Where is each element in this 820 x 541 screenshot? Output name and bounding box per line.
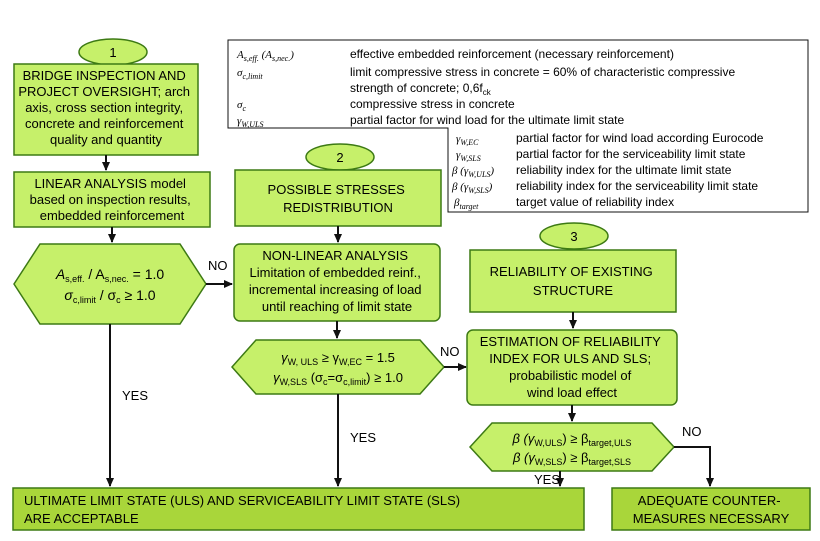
countermeasures-box	[611, 487, 811, 531]
countermeasures-text: ADEQUATE COUNTER- MEASURES NECESSARY	[633, 493, 790, 526]
reliability-text: RELIABILITY OF EXISTING STRUCTURE	[490, 264, 657, 298]
step-1-number: 1	[109, 45, 116, 60]
legend-symbol: σc	[237, 99, 246, 113]
legend-text: partial factor for wind load for the ult…	[350, 113, 624, 127]
legend-symbol: γW,ULS	[237, 115, 264, 129]
legend-symbol: σc,limit	[237, 67, 263, 81]
step-3-marker	[539, 222, 609, 250]
stress-redistribution-text: POSSIBLE STRESSES REDISTRIBUTION	[268, 182, 409, 215]
decision-1	[13, 243, 207, 325]
legend-symbol: As,eff. (As,nec.)	[236, 49, 294, 63]
legend-text: compressive stress in concrete	[350, 97, 515, 111]
nonlinear-analysis-text: NON-LINEAR ANALYSIS Limitation of embedd…	[249, 248, 425, 314]
decision-2	[230, 339, 446, 395]
decision-2-line-2: γW,SLS (σc=σc,limit) ≥ 1.0	[273, 370, 403, 387]
legend: As,eff. (As,nec.) effective embedded rei…	[227, 39, 809, 213]
bridge-inspection-text: BRIDGE INSPECTION AND PROJECT OVERSIGHT;…	[18, 68, 193, 147]
decision-3-line-1: β (γW,ULS) ≥ βtarget,ULS	[511, 431, 631, 448]
linear-analysis-box	[13, 171, 211, 228]
yes-label-2: YES	[350, 430, 376, 445]
acceptable-text-line-2: ARE ACCEPTABLE	[24, 511, 139, 526]
decision-3-line-2: β (γW,SLS) ≥ βtarget,SLS	[512, 450, 631, 467]
stress-redistribution-box	[234, 169, 442, 227]
yes-label-3: YES	[534, 472, 560, 487]
reliability-box	[469, 249, 677, 313]
legend-symbol: γW,EC	[456, 133, 479, 147]
acceptable-text-line-1: ULTIMATE LIMIT STATE (ULS) AND SERVICEAB…	[24, 493, 460, 508]
step-3-number: 3	[570, 229, 577, 244]
decision-1-line-2: σc,limit / σc ≥ 1.0	[64, 287, 155, 305]
no-label-1: NO	[208, 258, 228, 273]
step-2-number: 2	[336, 150, 343, 165]
legend-text: strength of concrete; 0,6fck	[350, 81, 492, 97]
acceptable-box	[12, 487, 585, 531]
yes-label-1: YES	[122, 388, 148, 403]
no-label-2: NO	[440, 344, 460, 359]
legend-text: partial factor for wind load according E…	[516, 131, 764, 145]
no-label-3: NO	[682, 424, 702, 439]
legend-text: reliability index for the ultimate limit…	[516, 163, 732, 177]
legend-text: effective embedded reinforcement (necess…	[350, 47, 674, 61]
legend-text: target value of reliability index	[516, 195, 674, 209]
legend-symbol: β (γW,SLS)	[451, 181, 493, 195]
bridge-inspection-box	[13, 63, 199, 156]
legend-text: reliability index for the serviceability…	[516, 179, 758, 193]
estimation-text: ESTIMATION OF RELIABILITY INDEX FOR ULS …	[480, 334, 664, 400]
decision-2-line-1: γW, ULS ≥ γW,EC = 1.5	[281, 350, 395, 367]
legend-symbol: β (γW,ULS)	[451, 165, 494, 179]
legend-text: limit compressive stress in concrete = 6…	[350, 65, 735, 79]
legend-symbol: βtarget	[453, 197, 479, 211]
legend-symbol: γW,SLS	[456, 149, 481, 163]
legend-text: partial factor for the serviceability li…	[516, 147, 746, 161]
linear-analysis-text: LINEAR ANALYSIS model based on inspectio…	[30, 176, 195, 223]
decision-1-line-1: As,eff. / As,nec. = 1.0	[55, 266, 165, 284]
